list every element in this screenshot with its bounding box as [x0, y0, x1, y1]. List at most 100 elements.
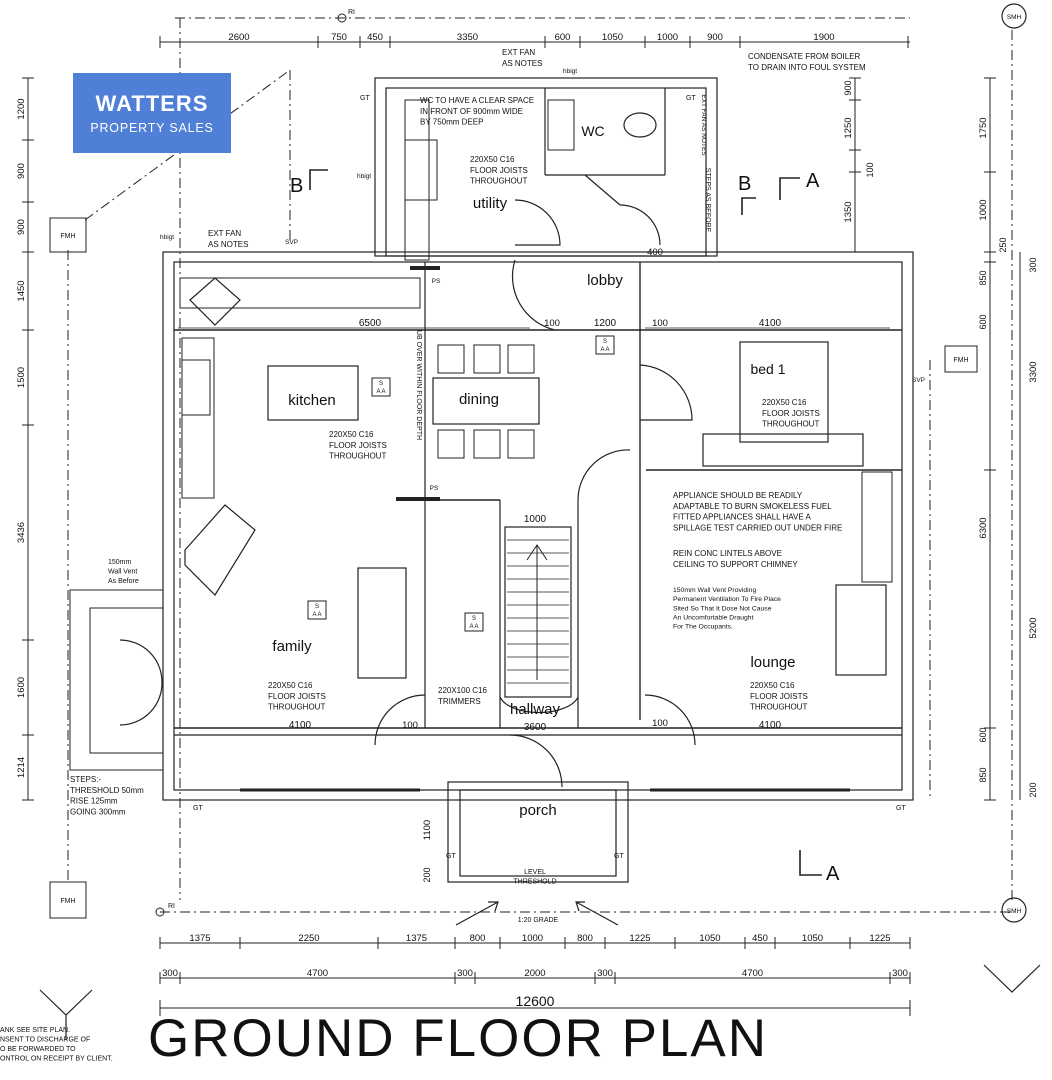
door-bed1	[639, 364, 693, 421]
note-condensate: CONDENSATE FROM BOILER TO DRAIN INTO FOUL…	[748, 52, 866, 72]
note-wc-space-line: BY 750mm DEEP	[420, 118, 483, 127]
dim-top-label: 3350	[457, 32, 478, 43]
chimney-breast	[861, 471, 893, 583]
room-lounge: lounge	[750, 654, 795, 671]
section-a-bottom: A	[826, 863, 840, 885]
dim-bottom1-label: 1050	[802, 933, 823, 944]
dim-right-inner-label: 600	[978, 727, 988, 742]
gt-label: GT	[614, 853, 624, 860]
note-condensate-line: CONDENSATE FROM BOILER	[748, 52, 861, 61]
room-bed1: bed 1	[750, 361, 785, 377]
dim-right-outer-label: 6300	[978, 517, 989, 538]
dim-right-inner-label: 1250	[843, 117, 854, 138]
dim-stair-label: 1000	[524, 514, 547, 525]
note-lounge-joists-line: FLOOR JOISTS	[750, 692, 808, 701]
note-condensate-line: TO DRAIN INTO FOUL SYSTEM	[748, 63, 866, 72]
note-kitchen-joists-line: THROUGHOUT	[329, 452, 386, 461]
note-bottom-left-line: NSENT TO DISCHARGE OF	[0, 1036, 90, 1043]
dim-bottom1-label: 800	[577, 933, 593, 944]
ps-label: PS	[432, 278, 441, 285]
dim-small-label: 400	[647, 247, 663, 258]
smh-circle-bottom-label: SMH	[1007, 908, 1022, 915]
smoke-alarm-s: S	[472, 616, 476, 622]
dim-top-label: 2600	[228, 32, 249, 43]
logo-brand: WATTERS	[95, 91, 209, 116]
note-family-joists-line: 220X50 C16	[268, 681, 313, 690]
dim-bottom2-label: 300	[457, 968, 473, 979]
note-bed-joists-line: 220X50 C16	[762, 398, 807, 407]
dim-bottom2-label: 2000	[524, 968, 545, 979]
dim-left-label: 1214	[16, 757, 27, 778]
patio-doors	[119, 639, 163, 726]
dim-left-label: 1600	[16, 677, 27, 698]
fmh-box-label: FMH	[60, 233, 75, 240]
drain-arrow-right	[983, 964, 1041, 993]
dim-bottom1-label: 1225	[629, 933, 650, 944]
note-lintels-line: CEILING TO SUPPORT CHIMNEY	[673, 560, 798, 569]
utility-sink	[404, 139, 438, 201]
fmh-box	[944, 345, 978, 373]
bed-base	[702, 433, 864, 467]
rear-extension-inner	[385, 87, 707, 257]
dim-right-outer-label: 5200	[1028, 617, 1039, 638]
dim-bottom1-label: 2250	[298, 933, 319, 944]
grade-arrow-left	[455, 901, 499, 926]
patio-step-inner	[89, 607, 164, 754]
dining-chair-top	[437, 344, 465, 374]
dim-porch-label: 1100	[422, 820, 433, 840]
dim-top-label: 750	[331, 32, 347, 43]
note-wall-vent-left-line: As Before	[108, 578, 139, 585]
note-utility-joists-line: 220X50 C16	[470, 155, 515, 164]
note-ext-fan-left-line: AS NOTES	[208, 240, 248, 249]
section-a-bottom-arrow	[799, 850, 822, 876]
note-appliance-line: ADAPTABLE TO BURN SMOKELESS FUEL	[673, 502, 832, 511]
dim-left-label: 1200	[16, 98, 27, 119]
note-lounge-joists-line: 220X50 C16	[750, 681, 795, 690]
door-lounge	[644, 694, 696, 746]
note-trimmers-line: TRIMMERS	[438, 697, 481, 706]
room-lobby: lobby	[587, 272, 623, 289]
note-steps-before: STEPS AS BEFORE	[704, 168, 711, 233]
smh-circle-top-label: SMH	[1007, 14, 1022, 21]
smoke-alarm-box	[595, 335, 615, 355]
dim-right-outer-label: 3300	[1028, 361, 1039, 382]
note-vent-line: Permanent Ventilation To Fire Place	[673, 596, 781, 603]
section-a-top: A	[806, 170, 820, 192]
note-bed-joists-line: THROUGHOUT	[762, 420, 819, 429]
dim-small-label: 100	[652, 718, 668, 729]
note-level-threshold-line: LEVEL	[524, 869, 546, 876]
room-utility: utility	[473, 195, 508, 212]
section-b-right: B	[738, 173, 751, 195]
door-lobby-kitchen	[511, 259, 556, 331]
note-lounge-joists-line: THROUGHOUT	[750, 703, 807, 712]
hbigt-label: hbigt	[563, 68, 577, 75]
note-ext-fan-top-line: AS NOTES	[502, 59, 542, 68]
smoke-alarm-s: S	[315, 604, 319, 610]
dim-right-inner-label: 1350	[843, 201, 854, 222]
note-utility-joists-line: FLOOR JOISTS	[470, 166, 528, 175]
gt-label: GT	[686, 95, 696, 102]
dim-bottom2-label: 300	[162, 968, 178, 979]
grade-arrow-right	[575, 901, 619, 926]
wc-basin	[547, 99, 575, 151]
dim-family-label: 4100	[289, 720, 312, 731]
smh-circle-top	[1001, 3, 1027, 29]
note-bed-joists-line: FLOOR JOISTS	[762, 409, 820, 418]
dim-left-label: 900	[16, 163, 27, 179]
fmh-box-label: FMH	[953, 357, 968, 364]
note-appliance-line: FITTED APPLIANCES SHALL HAVE A	[673, 513, 811, 522]
plan-title: GROUND FLOOR PLAN	[148, 1009, 769, 1068]
dim-right-outer-label: 1000	[978, 199, 989, 220]
dim-right-inner-label: 300	[1028, 257, 1038, 272]
note-appliance-line: APPLIANCE SHOULD BE READILY	[673, 491, 803, 500]
smoke-alarm-a: A A	[469, 624, 478, 630]
note-grade: 1:20 GRADE	[518, 917, 559, 924]
dim-right-inner-label: 850	[978, 270, 988, 285]
kitchen-counter-left	[181, 337, 215, 499]
